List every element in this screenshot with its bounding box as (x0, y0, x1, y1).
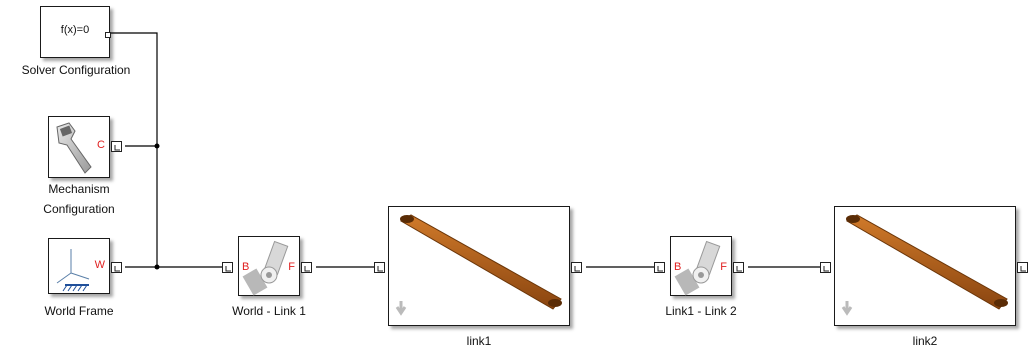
world-frame-icon (56, 249, 90, 292)
mechanism-port[interactable] (111, 141, 122, 152)
joint1-follower-letter: F (288, 261, 295, 273)
joint2-follower-port[interactable] (733, 262, 744, 273)
junction-dot (154, 264, 160, 270)
revolute-joint-icon (242, 240, 289, 296)
link1-block[interactable] (388, 206, 570, 326)
world-frame-block[interactable]: W (48, 238, 110, 294)
wrench-icon (56, 122, 92, 174)
revolute-joint-icon (674, 240, 721, 296)
solver-configuration-label: Solver Configuration (21, 63, 131, 77)
link2-label: link2 (912, 334, 938, 348)
joint2-base-letter: B (674, 261, 682, 273)
link2-left-port[interactable] (820, 262, 831, 273)
link1-left-port[interactable] (374, 262, 385, 273)
wire-solver[interactable] (110, 32, 158, 267)
joint2-base-port[interactable] (654, 262, 665, 273)
link-bar-icon (841, 214, 1008, 316)
mechanism-port-letter: C (97, 139, 105, 151)
world-port-letter: W (94, 259, 105, 271)
joint-link1-link2-block[interactable]: B F (670, 236, 732, 296)
solver-port[interactable] (105, 32, 111, 38)
link1-right-port[interactable] (571, 262, 582, 273)
joint1-base-letter: B (242, 261, 250, 273)
joint2-follower-letter: F (720, 261, 727, 273)
joint1-base-port[interactable] (222, 262, 233, 273)
link1-label: link1 (466, 334, 492, 348)
junction-dot (154, 143, 160, 149)
link2-right-port[interactable] (1017, 262, 1028, 273)
mechanism-configuration-label-line1: Mechanism (48, 182, 110, 196)
mechanism-configuration-label-line2: Configuration (43, 202, 115, 216)
link2-block[interactable] (834, 206, 1016, 326)
world-frame-label: World Frame (44, 304, 114, 318)
joint1-label: World - Link 1 (232, 304, 306, 318)
solver-configuration-block[interactable]: f(x)=0 (40, 6, 111, 58)
joint-world-link1-block[interactable]: B F (238, 236, 300, 296)
joint1-follower-port[interactable] (301, 262, 312, 273)
link-bar-icon (395, 214, 562, 316)
solver-equation: f(x)=0 (60, 24, 90, 36)
joint2-label: Link1 - Link 2 (665, 304, 737, 318)
world-frame-port[interactable] (111, 262, 122, 273)
mechanism-configuration-block[interactable]: C (48, 116, 110, 178)
